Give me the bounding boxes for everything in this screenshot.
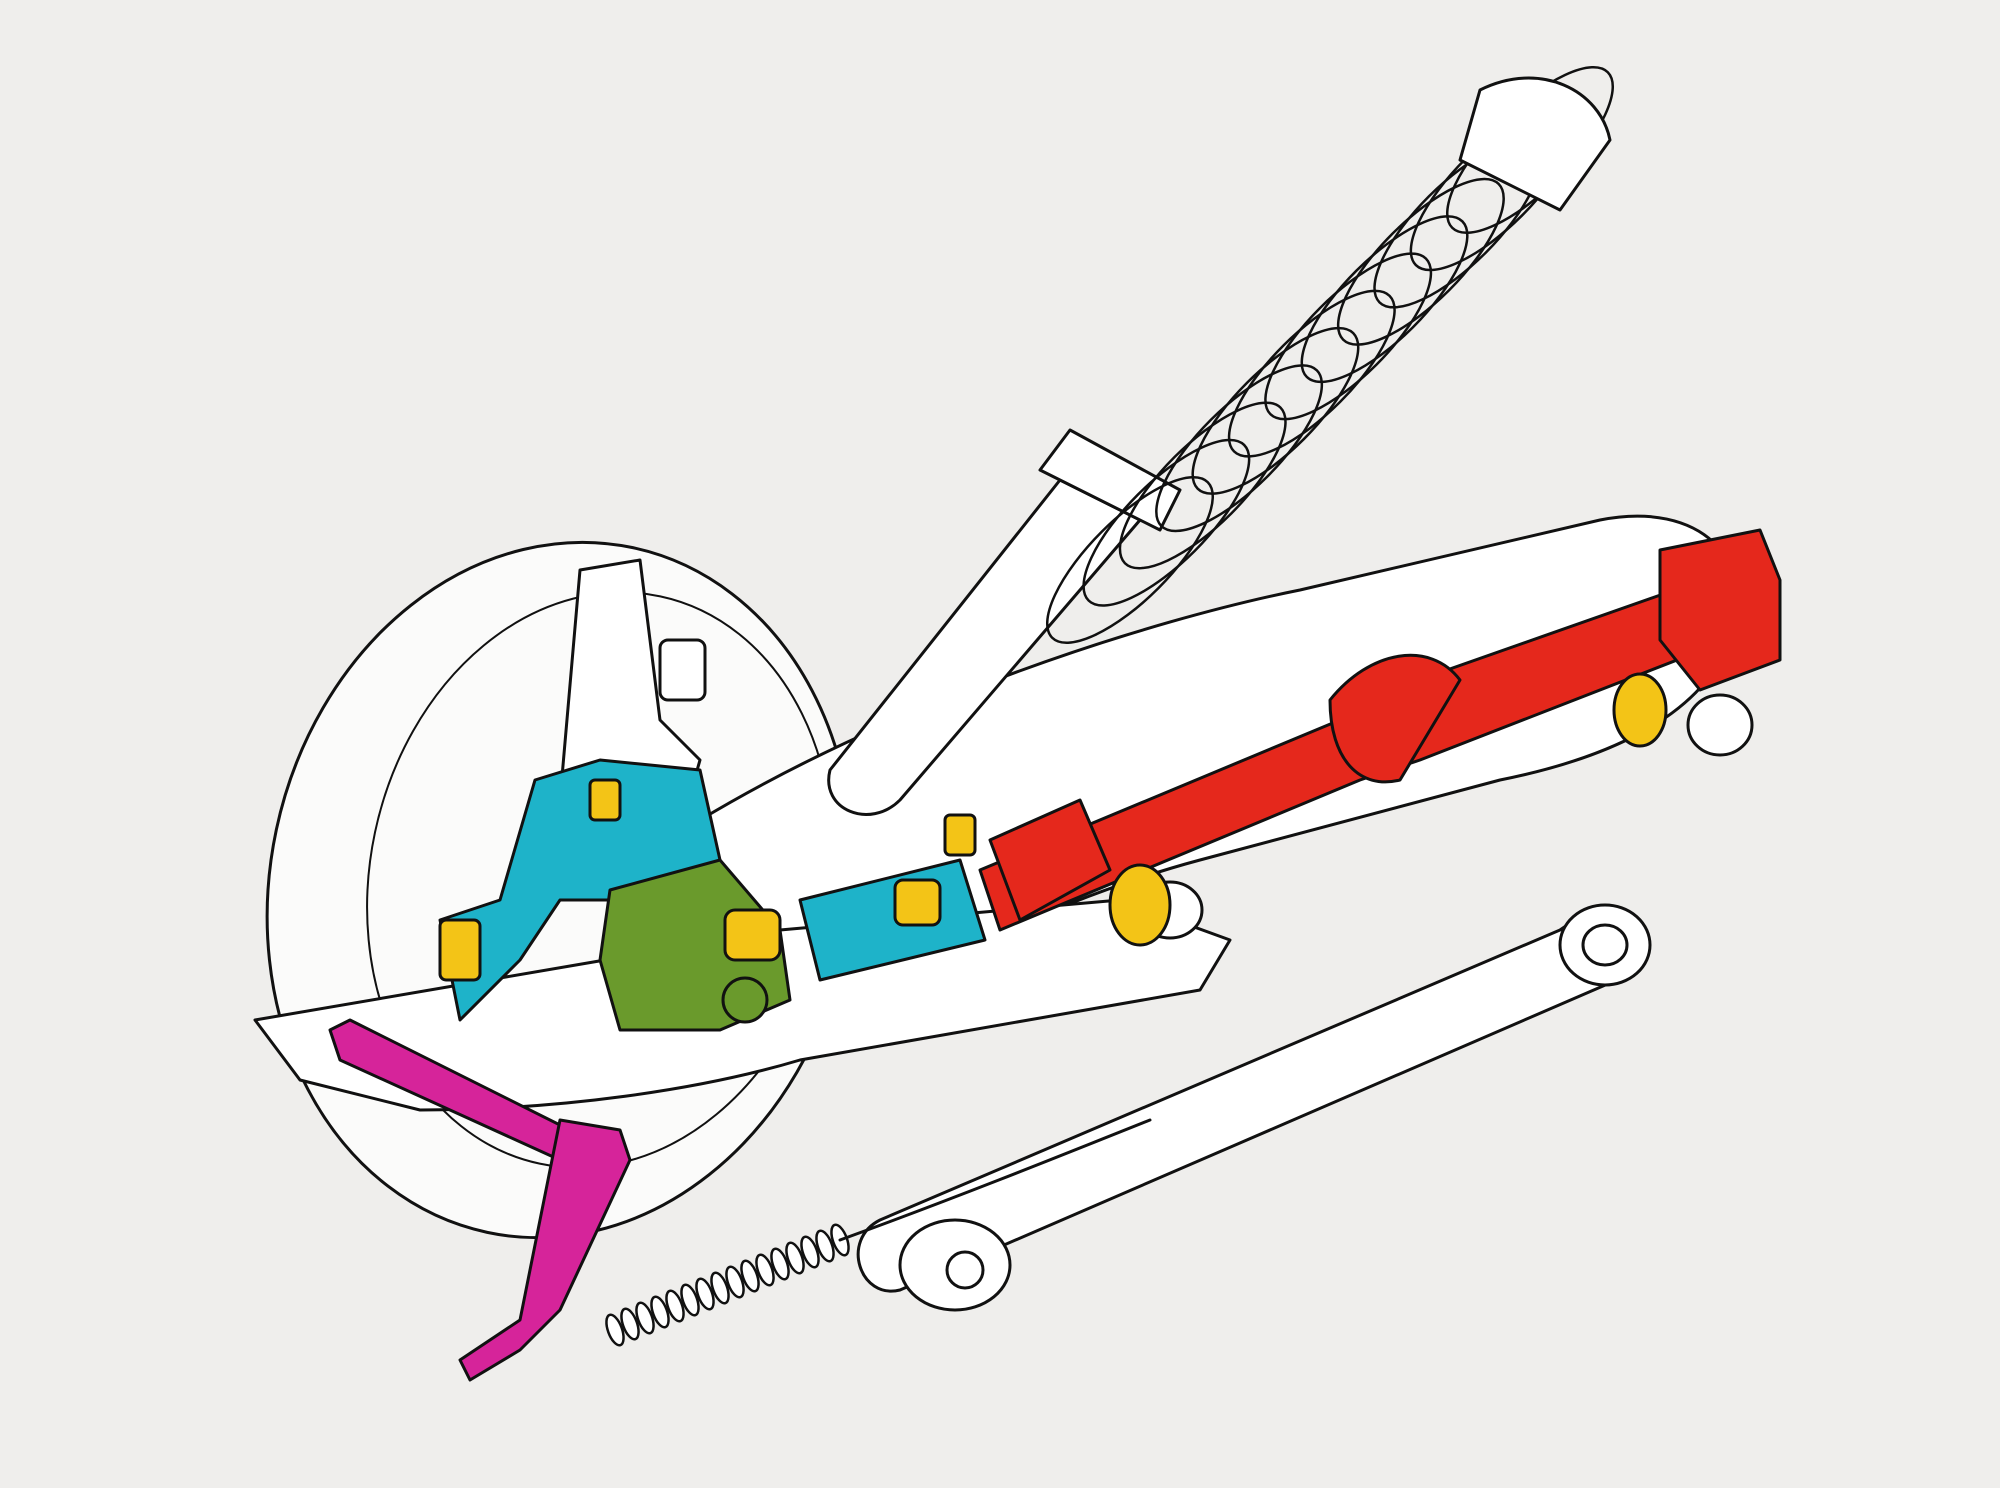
spring-turn bbox=[740, 1259, 760, 1293]
bearing-2 bbox=[893, 878, 942, 927]
spring-turn bbox=[650, 1295, 670, 1329]
shock-top-cup bbox=[1038, 428, 1182, 532]
caliper-pin bbox=[658, 638, 707, 702]
outer-nut bbox=[1686, 693, 1754, 757]
spring-coil bbox=[1082, 438, 1251, 607]
spring-turn bbox=[605, 1313, 625, 1347]
spring-coil bbox=[1155, 364, 1324, 533]
spring-coil bbox=[1336, 177, 1505, 346]
spring-turn bbox=[680, 1283, 700, 1317]
spring-turn bbox=[695, 1277, 715, 1311]
lower-arm-bolt bbox=[945, 1250, 985, 1290]
bearing-3 bbox=[438, 918, 482, 982]
spring-turn bbox=[710, 1271, 730, 1305]
spring-turn bbox=[620, 1307, 640, 1341]
spring-coil bbox=[1300, 215, 1469, 384]
handbrake-cable bbox=[838, 1118, 1152, 1242]
bearing-1 bbox=[723, 908, 782, 962]
spring-turn bbox=[725, 1265, 745, 1299]
bushing-yellow-2 bbox=[1612, 672, 1668, 748]
universal-joint bbox=[988, 798, 1112, 922]
shock-absorber bbox=[827, 478, 1142, 816]
spring-coil bbox=[1118, 401, 1287, 570]
bearing-4 bbox=[588, 778, 622, 822]
spring-coil bbox=[1227, 289, 1396, 458]
bump-stop-boot bbox=[1458, 76, 1612, 212]
spring-turn bbox=[800, 1235, 820, 1269]
spring-turn bbox=[665, 1289, 685, 1323]
spring-turn bbox=[770, 1247, 790, 1281]
spring-coil bbox=[1264, 252, 1433, 421]
bushing-yellow-1 bbox=[1108, 863, 1172, 947]
carrier-bore bbox=[721, 976, 769, 1024]
spring-turn bbox=[815, 1229, 835, 1263]
lower-arm-bushing-hole bbox=[1581, 923, 1629, 967]
spring-turn bbox=[755, 1253, 775, 1287]
spring-coil bbox=[1045, 475, 1215, 645]
bearing-5 bbox=[943, 813, 977, 857]
wheel-hub bbox=[438, 758, 722, 1022]
cv-joint-outer bbox=[1328, 653, 1462, 784]
spring-turn bbox=[785, 1241, 805, 1275]
handbrake-lever-arm bbox=[458, 1118, 632, 1382]
spring-turn bbox=[635, 1301, 655, 1335]
driveshaft-flange bbox=[1658, 528, 1782, 692]
lower-arm-bushing bbox=[1558, 903, 1652, 987]
cable-return-spring bbox=[605, 1223, 850, 1347]
spring-coil bbox=[1191, 326, 1360, 495]
